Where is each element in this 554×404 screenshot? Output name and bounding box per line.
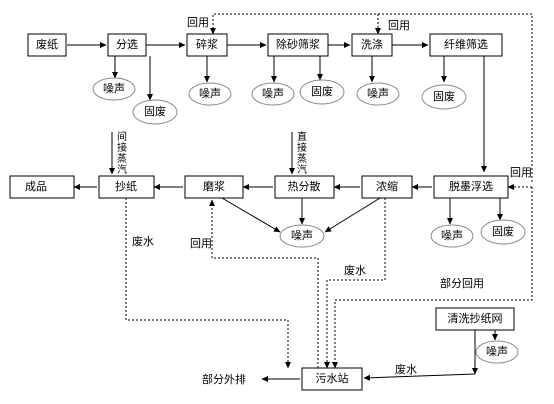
node-waste-paper: 废纸 [27,33,67,57]
node-fiber-screening-label: 纤维筛选 [444,37,488,51]
node-thickening-label: 浓缩 [376,180,398,193]
node-heat-dispersion-label: 热分散 [288,179,321,193]
node-finished-product-label: 成品 [25,180,47,193]
output-ellipses: 噪声 固废 噪声 噪声 固废 噪声 固废 噪声 [92,77,526,364]
flow-labels: 回用 回用 回用 回用 废水 废水 部分回用 废水 部分外排 间 接 蒸 汽 直… [117,16,532,386]
dashed-partial-recycle [332,187,533,369]
noise-sorting: 噪声 [92,77,136,101]
solid-flow-lines [67,42,503,382]
noise-pulping-label: 噪声 [199,86,221,100]
direct-steam-char-3: 蒸 [297,153,307,165]
node-wastewater-station: 污水站 [301,367,363,391]
noise-middle: 噪声 [279,224,325,248]
indirect-steam-char-3: 蒸 [117,153,127,165]
solid-deinking-label: 固废 [492,224,514,238]
node-thickening: 浓缩 [361,175,413,199]
label-recycle-pulping: 回用 [187,16,209,29]
noise-cleaning-label: 噪声 [486,344,508,358]
node-washing: 洗涤 [351,33,393,57]
node-sorting-label: 分选 [116,38,138,51]
dashed-paper-wastewater [125,198,291,369]
solid-desanding: 固废 [299,79,345,105]
node-deinking-flotation: 脱墨浮选 [433,175,509,199]
node-finished-product: 成品 [9,175,75,199]
noise-deinking: 噪声 [430,224,474,248]
dashed-thickening-wastewater [324,198,386,369]
node-waste-paper-label: 废纸 [36,37,58,51]
noise-deinking-label: 噪声 [441,228,463,242]
noise-desanding: 噪声 [251,82,295,106]
dashed-recycle-top-pulping [210,13,533,182]
solid-sorting: 固废 [132,99,178,125]
node-desanding: 除砂筛浆 [267,33,329,57]
arrow-cleaning-wastewater [363,373,476,381]
node-pulping: 碎浆 [186,33,228,57]
noise-desanding-label: 噪声 [262,86,284,100]
node-paper-making: 抄纸 [98,175,155,199]
noise-middle-label: 噪声 [291,228,313,242]
solid-desanding-label: 固废 [311,84,333,98]
node-desanding-label: 除砂筛浆 [276,37,320,51]
process-boxes: 废纸 分选 碎浆 除砂筛浆 洗涤 纤维筛选 成品 抄纸 [9,33,515,391]
solid-screening-label: 固废 [433,89,455,103]
node-cleaning-wire: 清洗抄纸网 [435,307,515,331]
indirect-steam-char-4: 汽 [117,163,127,176]
node-paper-making-label: 抄纸 [115,179,137,193]
label-partial-discharge: 部分外排 [202,372,246,386]
noise-pulping: 噪声 [188,82,232,106]
node-fiber-screening: 纤维筛选 [429,33,503,57]
node-sorting: 分选 [107,33,147,57]
arrow-refining-noise [221,197,281,233]
label-recycle-refining: 回用 [190,237,212,250]
direct-steam-char-1: 直 [297,130,307,143]
node-washing-label: 洗涤 [361,37,383,51]
node-refining: 磨浆 [184,175,244,199]
dashed-recycle-to-refining [209,199,319,368]
indirect-steam-char-1: 间 [117,130,127,143]
solid-deinking: 固废 [480,219,526,245]
node-refining-label: 磨浆 [203,179,225,193]
node-pulping-label: 碎浆 [196,37,218,51]
label-recycle-washing: 回用 [388,19,410,32]
label-wastewater-thickening: 废水 [344,263,366,277]
indirect-steam-char-2: 接 [117,141,127,154]
node-cleaning-wire-label: 清洗抄纸网 [448,311,503,325]
noise-sorting-label: 噪声 [103,81,125,95]
arrow-thickening-noise [324,197,381,233]
label-partial-recycle: 部分回用 [440,276,484,290]
solid-screening: 固废 [421,84,467,110]
node-heat-dispersion: 热分散 [274,175,335,199]
node-deinking-flotation-label: 脱墨浮选 [449,179,493,193]
direct-steam-char-2: 接 [297,141,307,154]
label-indirect-steam: 间 接 蒸 汽 [117,130,127,176]
solid-sorting-label: 固废 [144,104,166,118]
label-direct-steam: 直 接 蒸 汽 [297,130,307,176]
dashed-flow-lines [125,13,533,369]
label-wastewater-cleaning: 废水 [395,362,417,376]
noise-washing: 噪声 [356,82,400,106]
noise-cleaning: 噪声 [475,340,519,364]
label-wastewater-paper: 废水 [132,234,154,248]
noise-washing-label: 噪声 [367,86,389,100]
direct-steam-char-4: 汽 [297,163,307,176]
node-wastewater-station-label: 污水站 [316,371,349,385]
label-recycle-deinking: 回用 [510,166,532,179]
